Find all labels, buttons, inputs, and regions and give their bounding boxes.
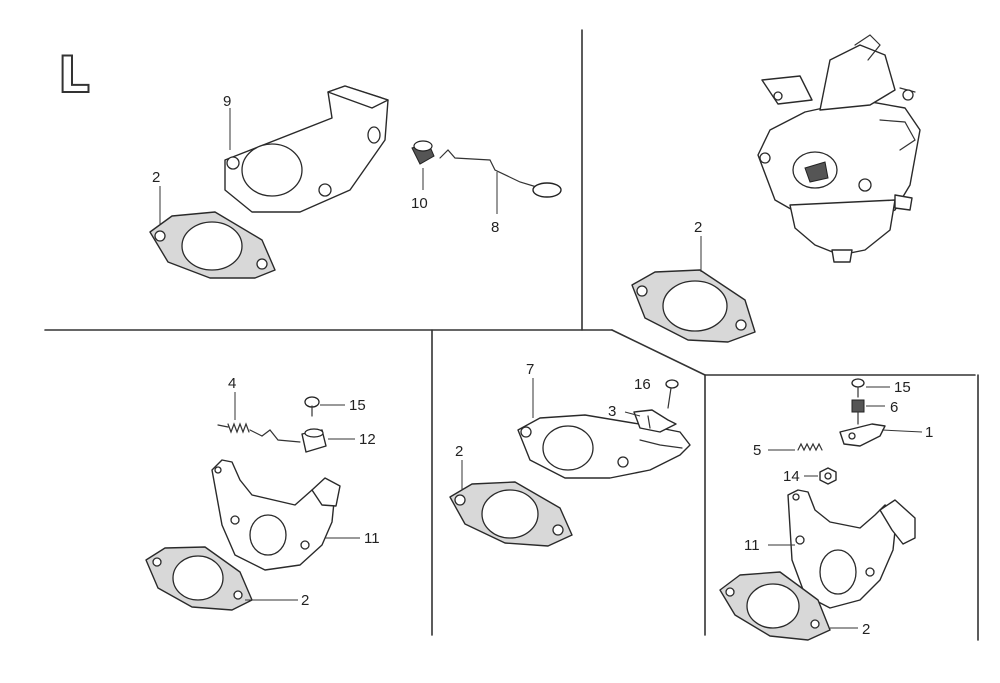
screw-part-16 [665,379,679,409]
gasket-part-2 [145,546,253,611]
callout-7: 7 [526,361,534,378]
collar-part-10 [411,140,435,165]
bracket-part-9 [224,85,389,213]
spring-part-4 [217,422,263,437]
nut-part-14 [819,467,837,485]
spring-part-5 [797,442,823,452]
screw-part-15 [851,378,865,398]
callout-9: 9 [223,93,231,110]
callout-2: 2 [694,219,702,236]
callout-11: 11 [364,530,380,547]
callout-15: 15 [894,379,911,396]
callout-15: 15 [349,397,366,414]
callout-3: 3 [608,403,616,420]
callout-16: 16 [634,376,651,393]
top-right-section: 2 [631,34,921,343]
callout-8: 8 [491,219,499,236]
stud-part-6 [851,399,865,425]
callout-2: 2 [455,443,463,460]
lever-part-1 [839,423,886,447]
callout-1: 1 [925,424,933,441]
callout-12: 12 [359,431,376,448]
bottom-right-section: 15 6 1 5 14 11 2 [719,378,933,641]
bracket-part-11 [787,489,916,609]
bottom-left-section: 4 15 12 11 2 [145,375,380,611]
collar-part-12 [261,428,327,453]
callout-4: 4 [228,375,236,392]
callout-6: 6 [890,399,898,416]
top-left-section: 9 2 10 8 [149,85,562,279]
plate-part-7 [517,414,691,479]
callout-2: 2 [301,592,309,609]
link-part-8 [439,149,562,198]
gasket-part-2 [719,571,831,641]
gasket-part-2 [631,269,756,343]
section-dividers [44,29,979,641]
callout-2: 2 [152,169,160,186]
callout-14: 14 [783,468,800,485]
gasket-part-2 [149,211,276,279]
clip-part-3 [633,409,677,433]
bottom-middle-section: 7 16 3 2 [449,361,691,547]
gasket-part-2 [449,481,573,547]
callout-10: 10 [411,195,428,212]
callout-11: 11 [744,537,760,554]
callout-2: 2 [862,621,870,638]
callout-5: 5 [753,442,761,459]
carburetor-assembly [757,34,921,263]
screw-part-15 [304,396,320,417]
panel-letter: L [58,46,90,104]
bracket-part-11 [211,459,341,571]
